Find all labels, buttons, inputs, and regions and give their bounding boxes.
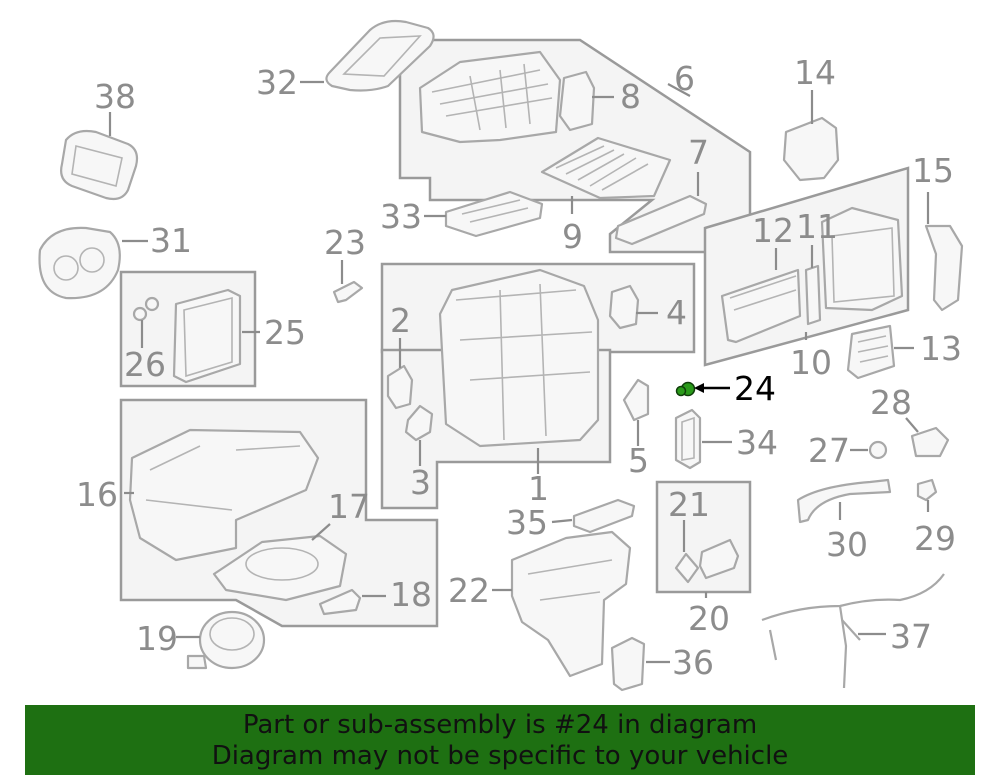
part-36[interactable] bbox=[610, 636, 646, 692]
callout-12[interactable]: 12 bbox=[752, 211, 794, 250]
callout-29[interactable]: 29 bbox=[914, 519, 956, 558]
part-24[interactable] bbox=[675, 381, 696, 397]
callout-20[interactable]: 20 bbox=[688, 599, 730, 638]
callout-36[interactable]: 36 bbox=[672, 643, 714, 682]
callout-26[interactable]: 26 bbox=[124, 345, 166, 384]
leader-lines bbox=[108, 80, 930, 664]
callout-31[interactable]: 31 bbox=[150, 221, 192, 260]
part-19[interactable] bbox=[186, 610, 266, 670]
callout-28[interactable]: 28 bbox=[870, 383, 912, 422]
callout-4[interactable]: 4 bbox=[666, 293, 687, 332]
callout-13[interactable]: 13 bbox=[920, 329, 962, 368]
callout-10[interactable]: 10 bbox=[790, 343, 832, 382]
callout-11[interactable]: 11 bbox=[796, 207, 838, 246]
callout-5[interactable]: 5 bbox=[628, 441, 649, 480]
callout-27[interactable]: 27 bbox=[808, 431, 850, 470]
part-29[interactable] bbox=[916, 478, 938, 502]
part-3[interactable] bbox=[404, 404, 434, 442]
callout-24[interactable]: 24 bbox=[734, 369, 776, 408]
callout-25[interactable]: 25 bbox=[264, 313, 306, 352]
callout-32[interactable]: 32 bbox=[256, 63, 298, 102]
part-18[interactable] bbox=[318, 588, 362, 616]
part-15[interactable] bbox=[924, 224, 964, 312]
part-13[interactable] bbox=[846, 324, 896, 380]
part-14[interactable] bbox=[782, 116, 840, 182]
callout-35[interactable]: 35 bbox=[506, 503, 548, 542]
callout-labels: 38 31 32 8 6 7 9 33 14 15 12 11 10 13 23… bbox=[76, 53, 962, 682]
callout-22[interactable]: 22 bbox=[448, 571, 490, 610]
part-27[interactable] bbox=[868, 440, 888, 460]
part-12[interactable] bbox=[720, 268, 802, 344]
part-37[interactable] bbox=[761, 573, 945, 689]
callout-6[interactable]: 6 bbox=[674, 59, 695, 98]
part-11[interactable] bbox=[804, 206, 904, 326]
parts-diagram: 38 31 32 8 6 7 9 33 14 15 12 11 10 13 23… bbox=[38, 19, 964, 692]
callout-38[interactable]: 38 bbox=[94, 77, 136, 116]
callout-8[interactable]: 8 bbox=[620, 77, 641, 116]
callout-16[interactable]: 16 bbox=[76, 475, 118, 514]
part-31[interactable] bbox=[38, 226, 121, 300]
part-28[interactable] bbox=[910, 426, 950, 458]
callout-34[interactable]: 34 bbox=[736, 423, 778, 462]
part-7[interactable] bbox=[614, 194, 708, 246]
part-35[interactable] bbox=[572, 498, 636, 534]
callout-30[interactable]: 30 bbox=[826, 525, 868, 564]
part-6[interactable] bbox=[418, 50, 562, 144]
part-33[interactable] bbox=[444, 190, 544, 238]
callout-19[interactable]: 19 bbox=[136, 619, 178, 658]
info-banner: Part or sub-assembly is #24 in diagram D… bbox=[25, 705, 975, 775]
banner-line-2: Diagram may not be specific to your vehi… bbox=[211, 741, 789, 771]
part-32[interactable] bbox=[325, 19, 435, 92]
part-9[interactable] bbox=[540, 136, 672, 200]
arrowhead-24 bbox=[694, 383, 704, 393]
part-8[interactable] bbox=[558, 70, 596, 132]
callout-7[interactable]: 7 bbox=[688, 133, 709, 172]
part-16[interactable] bbox=[128, 428, 320, 562]
callout-21[interactable]: 21 bbox=[668, 485, 710, 524]
part-23[interactable] bbox=[332, 280, 364, 304]
part-1[interactable] bbox=[438, 268, 600, 448]
callout-9[interactable]: 9 bbox=[562, 217, 583, 256]
part-30[interactable] bbox=[796, 478, 892, 524]
part-38[interactable] bbox=[60, 129, 139, 201]
callout-18[interactable]: 18 bbox=[390, 575, 432, 614]
callout-14[interactable]: 14 bbox=[794, 53, 836, 92]
callout-23[interactable]: 23 bbox=[324, 223, 366, 262]
part-17[interactable] bbox=[212, 534, 348, 602]
part-25[interactable] bbox=[172, 288, 242, 384]
callout-2[interactable]: 2 bbox=[390, 301, 411, 340]
part-22[interactable] bbox=[510, 530, 632, 678]
part-2[interactable] bbox=[386, 364, 414, 410]
part-26[interactable] bbox=[132, 296, 160, 322]
callout-17[interactable]: 17 bbox=[328, 487, 370, 526]
callout-1[interactable]: 1 bbox=[528, 469, 549, 508]
callout-37[interactable]: 37 bbox=[890, 617, 932, 656]
part-5[interactable] bbox=[622, 378, 650, 422]
callout-33[interactable]: 33 bbox=[380, 197, 422, 236]
callout-3[interactable]: 3 bbox=[410, 463, 431, 502]
part-34[interactable] bbox=[674, 408, 702, 470]
part-21[interactable] bbox=[674, 538, 740, 584]
part-4[interactable] bbox=[608, 284, 640, 330]
banner-line-1: Part or sub-assembly is #24 in diagram bbox=[242, 710, 758, 740]
callout-15[interactable]: 15 bbox=[912, 151, 954, 190]
